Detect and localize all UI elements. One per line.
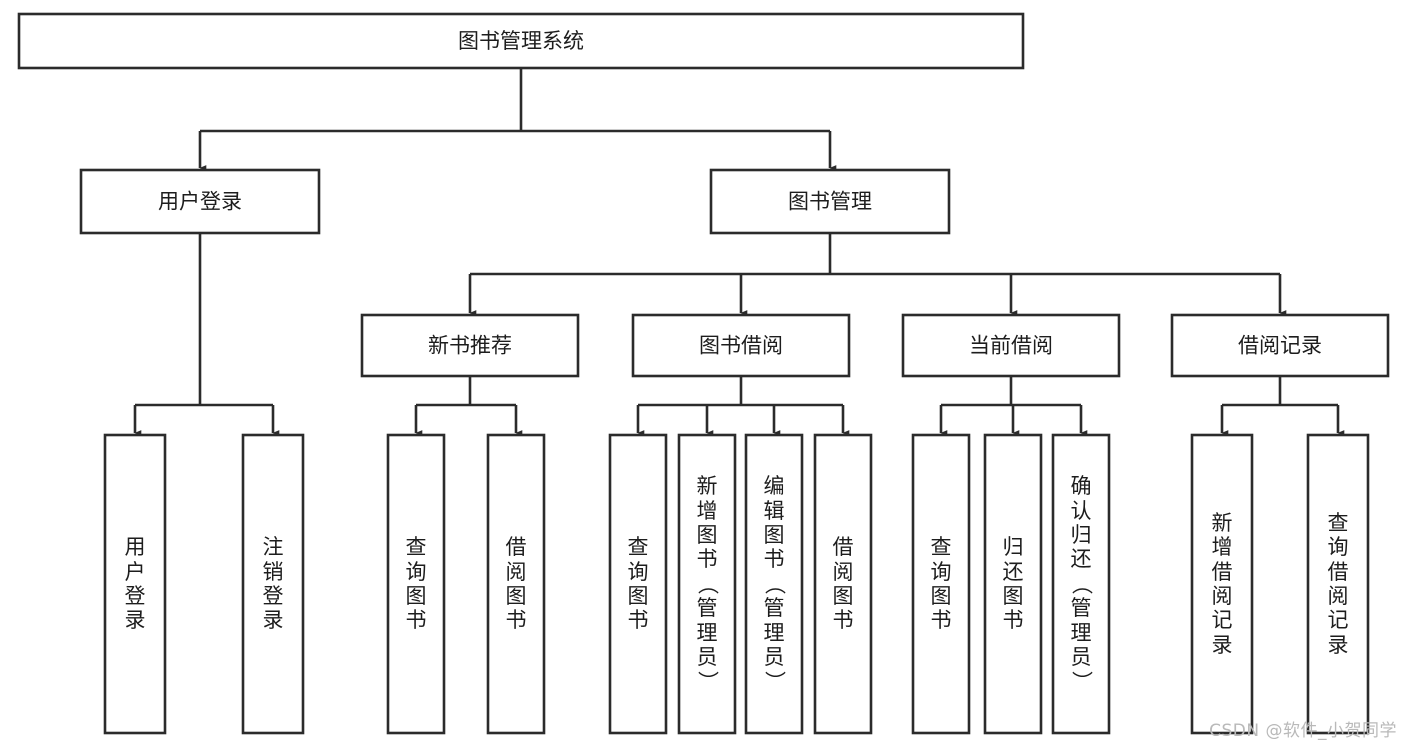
leaf-leaf-confirm-return-box[interactable]	[1051, 433, 1111, 735]
leaf-leaf-query-book-1-box[interactable]	[386, 433, 446, 735]
leaf-leaf-query-book-3-box[interactable]	[911, 433, 971, 735]
node-current-borrow[interactable]: 当前借阅	[901, 313, 1121, 378]
leaf-leaf-query-book-1[interactable]	[386, 433, 446, 735]
node-borrow-record-box[interactable]	[1170, 313, 1390, 378]
node-user-login[interactable]: 用户登录	[79, 168, 321, 235]
node-book-borrow-label: 图书借阅	[699, 334, 783, 358]
connectors-layer	[133, 68, 1345, 436]
node-book-borrow[interactable]: 图书借阅	[631, 313, 851, 378]
leaf-leaf-add-record-box[interactable]	[1190, 433, 1254, 735]
leaf-leaf-user-login[interactable]	[103, 433, 167, 735]
node-root[interactable]: 图书管理系统	[17, 12, 1025, 70]
node-user-login-box[interactable]	[79, 168, 321, 235]
node-current-borrow-label: 当前借阅	[969, 334, 1053, 358]
leaf-leaf-borrow-book-1[interactable]	[486, 433, 546, 735]
leaf-leaf-user-login-box[interactable]	[103, 433, 167, 735]
node-borrow-record[interactable]: 借阅记录	[1170, 313, 1390, 378]
node-new-book-rec-label: 新书推荐	[428, 334, 512, 358]
leaf-leaf-query-book-2[interactable]	[608, 433, 668, 735]
leaf-leaf-add-book[interactable]	[677, 433, 737, 735]
node-book-manage-label: 图书管理	[788, 190, 872, 214]
leaf-leaf-borrow-book-2[interactable]	[813, 433, 873, 735]
node-root-label: 图书管理系统	[458, 29, 584, 53]
leaf-leaf-edit-book-box[interactable]	[744, 433, 804, 735]
node-book-manage[interactable]: 图书管理	[709, 168, 951, 235]
leaf-leaf-query-record[interactable]	[1306, 433, 1370, 735]
leaf-leaf-user-logout-box[interactable]	[241, 433, 305, 735]
leaf-leaf-add-record[interactable]	[1190, 433, 1254, 735]
node-current-borrow-box[interactable]	[901, 313, 1121, 378]
leaf-leaf-query-book-2-box[interactable]	[608, 433, 668, 735]
node-new-book-rec[interactable]: 新书推荐	[360, 313, 580, 378]
node-book-borrow-box[interactable]	[631, 313, 851, 378]
leaf-leaf-return-book-box[interactable]	[983, 433, 1043, 735]
node-user-login-label: 用户登录	[158, 190, 242, 214]
leaf-leaf-query-book-3[interactable]	[911, 433, 971, 735]
leaf-leaf-add-book-box[interactable]	[677, 433, 737, 735]
leaf-leaf-query-record-box[interactable]	[1306, 433, 1370, 735]
leaf-leaf-confirm-return[interactable]	[1051, 433, 1111, 735]
node-new-book-rec-box[interactable]	[360, 313, 580, 378]
leaf-leaf-borrow-book-1-box[interactable]	[486, 433, 546, 735]
node-book-manage-box[interactable]	[709, 168, 951, 235]
leaf-leaf-borrow-book-2-box[interactable]	[813, 433, 873, 735]
leaf-leaf-return-book[interactable]	[983, 433, 1043, 735]
node-root-box[interactable]	[17, 12, 1025, 70]
node-borrow-record-label: 借阅记录	[1238, 334, 1322, 358]
leaf-leaf-user-logout[interactable]	[241, 433, 305, 735]
leaf-leaf-edit-book[interactable]	[744, 433, 804, 735]
